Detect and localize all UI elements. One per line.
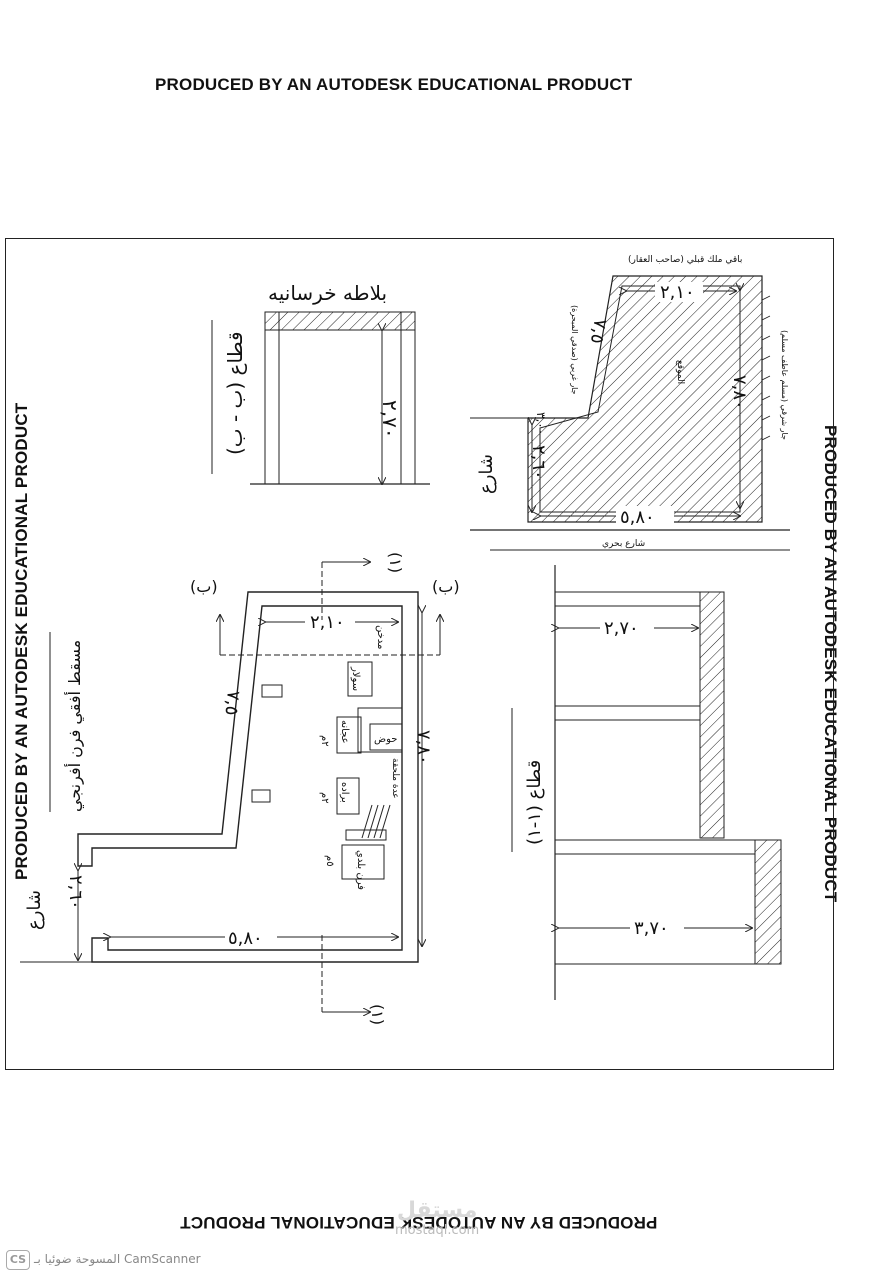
- label-oven: فرن بلدي: [355, 850, 366, 890]
- label-oven-area: ٥م: [324, 855, 335, 867]
- site-street-label: شارع: [476, 454, 497, 494]
- slab-label: بلاطه خرسانيه: [268, 281, 387, 305]
- cut-1-top: (١): [386, 552, 405, 573]
- floor-plan: ٢,١٠ ٧,٨٠ ٥,٨٠ ٢,٦٠ شارع ٧,٥ (١) (١) (ب)…: [20, 552, 460, 1025]
- label-cooler-area: ٢م: [319, 792, 330, 804]
- label-solar: سولار: [350, 666, 361, 691]
- plan-title: مسقط أفقي فرن أفرنجي: [64, 640, 85, 812]
- section-11: ٢,٧٠ ٣,٧٠ قطاع (١-١): [511, 565, 782, 1000]
- site-dim-top: ٢,١٠: [660, 282, 695, 303]
- cut-1-bottom: (١): [368, 1004, 387, 1025]
- site-dim-bottom: ٥,٨٠: [620, 507, 655, 528]
- section-bb-height: ٢,٧٠: [378, 400, 402, 439]
- site-label: الموقع: [675, 360, 685, 384]
- site-left-label: جار غربي (صدقي المبحرة): [570, 305, 579, 395]
- section-bb: ٢,٧٠ بلاطه خرسانيه قطاع (ب - ب): [211, 281, 430, 484]
- plan-dim-bottom: ٥,٨٠: [228, 928, 263, 949]
- site-dim-small: ٣,٠٠: [534, 412, 548, 435]
- label-dukhan: مدخن: [375, 625, 386, 649]
- site-dim-left: ٢,٦٠: [528, 445, 549, 480]
- site-plan: ٢,١٠ ٧,٨٠ ٥,٨٠ ٢,٦٠ ٣,٠٠ ٧,٥ باقي ملك قب…: [470, 255, 790, 551]
- section-11-height-bottom: ٣,٧٠: [634, 918, 669, 939]
- plan-dim-right: ٧,٨٠: [413, 730, 434, 765]
- camscanner-badge: CS المسوحة ضوئيا بـ CamScanner: [6, 1250, 201, 1270]
- label-shelves: عدة ملحقة: [390, 758, 400, 799]
- cut-b-left: (ب): [190, 577, 218, 596]
- mostaql-watermark: مستقل mostaql.com: [395, 1198, 480, 1238]
- plan-street-label: شارع: [24, 890, 45, 930]
- section-bb-title: قطاع (ب - ب): [223, 331, 247, 455]
- label-cooler: براده: [339, 782, 350, 803]
- section-11-title: قطاع (١-١): [524, 760, 545, 845]
- drawing-frame: [5, 238, 834, 1070]
- camscanner-logo: CS: [6, 1250, 30, 1270]
- watermark-top: PRODUCED BY AN AUTODESK EDUCATIONAL PROD…: [155, 75, 633, 94]
- site-top-label: باقي ملك قبلي (صاحب العقار): [628, 255, 742, 265]
- site-street-bottom: شارع بحري: [602, 539, 645, 549]
- plan-dim-slant: ٧,٥: [220, 689, 244, 716]
- section-11-height-top: ٢,٧٠: [604, 618, 639, 639]
- site-right-label: جار شرقي (مسلم عاطف مسلم): [780, 330, 789, 440]
- plan-dim-street: ٢,٦٠: [65, 875, 86, 910]
- cut-b-right: (ب): [432, 577, 460, 596]
- label-sink: حوض: [374, 734, 397, 745]
- plan-dim-top: ٢,١٠: [310, 612, 345, 633]
- label-mixer-area: ٢م: [319, 735, 330, 747]
- site-dim-slant: ٧,٥: [586, 317, 611, 345]
- camscanner-text: المسوحة ضوئيا بـ CamScanner: [34, 1252, 201, 1266]
- label-mixer: عجانه: [339, 720, 350, 744]
- site-dim-right: ٧,٨٠: [729, 375, 750, 410]
